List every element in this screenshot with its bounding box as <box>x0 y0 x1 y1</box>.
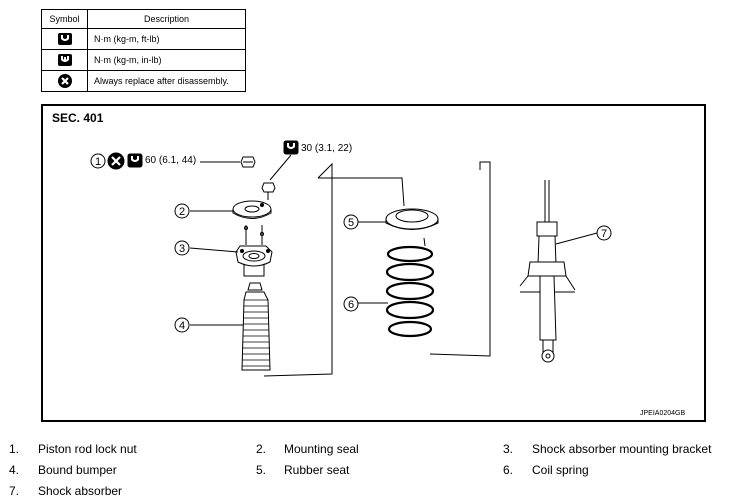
svg-text:5: 5 <box>348 217 354 229</box>
callout-3-marker: 3 <box>174 240 190 256</box>
torque-ft-lb-icon <box>41 28 88 50</box>
legend-item: Shock absorber mounting bracket <box>532 442 712 456</box>
bound-bumper <box>241 282 271 371</box>
piston-rod-lock-nut <box>240 156 256 168</box>
legend-item: Shock absorber <box>38 484 123 498</box>
callout-7-marker: 7 <box>596 225 612 241</box>
callout-5-marker: 5 <box>343 214 359 230</box>
torque-spec-lock-nut: 60 (6.1, 44) <box>145 155 197 166</box>
diagram-frame <box>41 104 706 422</box>
legend-number: 3. <box>503 442 514 456</box>
callout-1-number: 1 <box>95 156 101 168</box>
torque-spec-mounting-nut: 30 (3.1, 22) <box>301 143 353 154</box>
symbol-table: Symbol Description N·m (kg-m, ft-lb) N·m… <box>41 9 246 92</box>
section-label: SEC. 401 <box>52 111 104 125</box>
legend-item: Piston rod lock nut <box>38 442 137 456</box>
shock-absorber <box>519 180 576 363</box>
svg-text:3: 3 <box>179 243 185 255</box>
mounting-bracket <box>235 245 273 277</box>
legend-number: 7. <box>9 484 20 498</box>
always-replace-icon <box>107 152 125 170</box>
svg-text:4: 4 <box>179 320 185 332</box>
callout-6-marker: 6 <box>343 296 359 312</box>
legend-number: 2. <box>256 442 267 456</box>
legend-number: 1. <box>9 442 20 456</box>
legend-item: Rubber seat <box>284 463 350 477</box>
legend-item: Mounting seal <box>284 442 359 456</box>
torque-ft-lb-icon <box>127 153 143 168</box>
svg-text:7: 7 <box>601 228 607 240</box>
legend-number: 6. <box>503 463 514 477</box>
svg-text:6: 6 <box>348 299 354 311</box>
legend-item: Bound bumper <box>38 463 117 477</box>
mounting-nut <box>261 182 276 200</box>
coil-spring <box>385 245 435 338</box>
svg-text:2: 2 <box>179 206 185 218</box>
rubber-seat <box>385 208 439 230</box>
callout-4-marker: 4 <box>174 317 190 333</box>
legend-number: 5. <box>256 463 267 477</box>
callout-2-marker: 2 <box>174 203 190 219</box>
legend-number: 4. <box>9 463 20 477</box>
symbol-description: Always replace after disassembly. <box>87 70 246 92</box>
torque-ft-lb-icon <box>283 140 299 155</box>
mounting-seal <box>232 200 272 219</box>
figure-code: JPEIA0204GB <box>640 410 686 417</box>
callout-1-marker: 1 <box>90 153 106 169</box>
legend-item: Coil spring <box>532 463 589 477</box>
